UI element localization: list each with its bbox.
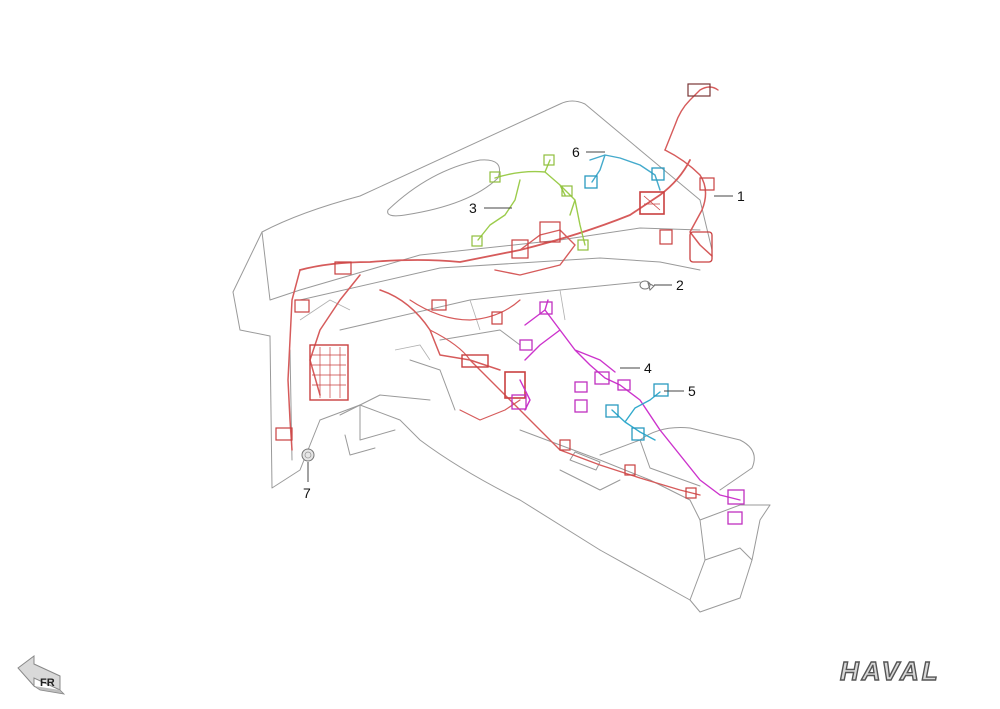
connector	[687, 83, 711, 97]
connector	[574, 381, 588, 393]
connector	[511, 394, 527, 410]
harness-4	[511, 299, 745, 525]
instrument-panel-outline	[232, 100, 771, 613]
callout-label: 7	[303, 485, 311, 501]
callout-label: 6	[572, 144, 580, 160]
fr-direction-indicator: FR	[17, 655, 66, 695]
connector	[504, 371, 526, 399]
connector	[727, 489, 745, 505]
connector	[653, 383, 669, 397]
callout-label: 2	[676, 277, 684, 293]
connector	[511, 239, 529, 259]
part-7-grommet	[301, 448, 315, 462]
connector	[539, 301, 553, 315]
connector	[334, 261, 352, 275]
connector	[577, 239, 589, 251]
connector-block	[309, 344, 349, 401]
callout-3: 3	[469, 200, 512, 216]
callout-4: 4	[620, 360, 652, 376]
connector	[624, 464, 636, 476]
connector	[639, 191, 665, 215]
harness-3	[471, 154, 589, 251]
callout-label: 4	[644, 360, 652, 376]
connector	[617, 379, 631, 391]
connector	[699, 177, 715, 191]
connector	[431, 299, 447, 311]
connector	[689, 231, 713, 263]
callout-label: 1	[737, 188, 745, 204]
brand-logo-text: HAVAL	[840, 656, 941, 686]
harness-1-trunk	[299, 159, 691, 271]
harness-1-main	[275, 83, 719, 499]
haval-logo: HAVAL	[839, 655, 941, 686]
connector-block-detail	[312, 347, 346, 398]
connector	[651, 167, 665, 181]
connector	[659, 229, 673, 245]
part-2-clip	[639, 280, 655, 291]
harness-1-loop	[409, 299, 521, 361]
harness-1-knee-branch	[459, 399, 521, 421]
connector	[574, 399, 588, 413]
harness-1-lead	[664, 86, 719, 151]
fr-label: FR	[40, 677, 55, 689]
harness-6-line	[589, 154, 661, 191]
connector	[275, 427, 293, 441]
arrow-left-icon	[17, 655, 61, 691]
connector	[584, 175, 598, 189]
connector	[631, 427, 645, 441]
callout-5: 5	[664, 383, 696, 399]
connector	[561, 185, 573, 197]
connector	[559, 439, 571, 451]
harness-5	[605, 383, 669, 441]
callout-7: 7	[303, 462, 311, 501]
connector	[685, 487, 697, 499]
connector	[294, 299, 310, 313]
callout-2: 2	[654, 277, 684, 293]
connector	[594, 371, 610, 385]
connector	[543, 154, 555, 166]
connector	[489, 171, 501, 183]
connector	[605, 404, 619, 418]
harness-1-left-drop	[287, 269, 301, 451]
harness-3-line	[477, 159, 586, 246]
harness-6	[584, 154, 665, 191]
harness-1-center-branch	[309, 274, 501, 396]
connector	[519, 339, 533, 351]
connector	[727, 511, 743, 525]
harness-1-upper-branch	[664, 149, 713, 257]
callout-label: 5	[688, 383, 696, 399]
connector	[471, 235, 483, 247]
harness-4-line	[519, 299, 741, 501]
connector-detail	[643, 195, 661, 211]
connector	[461, 354, 489, 368]
callout-6: 6	[572, 144, 605, 160]
connector	[539, 221, 561, 243]
callout-1: 1	[714, 188, 745, 204]
callout-label: 3	[469, 200, 477, 216]
connector	[491, 311, 503, 325]
